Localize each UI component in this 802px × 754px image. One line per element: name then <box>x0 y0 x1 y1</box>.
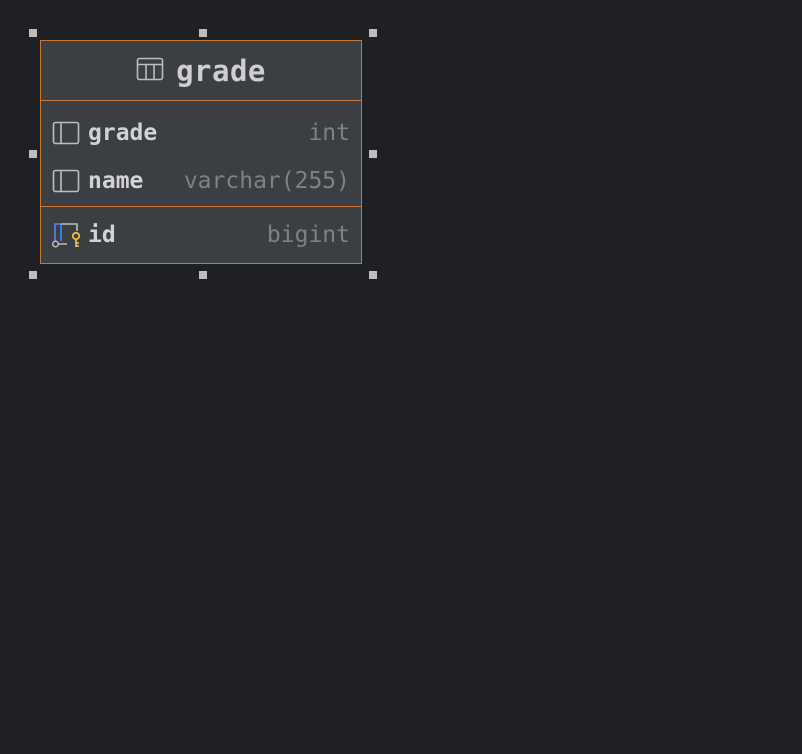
resize-handle-left[interactable] <box>29 150 37 158</box>
column-icon <box>52 169 80 193</box>
column-row[interactable]: grade int <box>41 109 361 157</box>
resize-handle-bottom-left[interactable] <box>29 271 37 279</box>
primary-key-section: id bigint <box>41 207 361 263</box>
resize-handle-top[interactable] <box>199 29 207 37</box>
column-name: id <box>88 222 116 248</box>
resize-handle-top-left[interactable] <box>29 29 37 37</box>
entity-table-node[interactable]: grade grade int <box>40 40 362 264</box>
resize-handle-bottom-right[interactable] <box>369 271 377 279</box>
resize-handle-right[interactable] <box>369 150 377 158</box>
column-name: grade <box>88 120 158 146</box>
column-type: int <box>308 120 350 146</box>
column-name: name <box>88 168 144 194</box>
primary-key-row[interactable]: id bigint <box>41 211 361 259</box>
entity-header[interactable]: grade <box>41 41 361 101</box>
column-row[interactable]: name varchar(255) <box>41 157 361 205</box>
resize-handle-top-right[interactable] <box>369 29 377 37</box>
primary-key-column-icon <box>52 223 80 248</box>
entity-title: grade <box>176 53 266 88</box>
column-type: bigint <box>266 222 350 248</box>
column-list: grade int name varchar(255) <box>41 101 361 207</box>
column-icon <box>52 121 80 145</box>
table-icon <box>136 57 164 85</box>
column-type: varchar(255) <box>183 168 350 194</box>
resize-handle-bottom[interactable] <box>199 271 207 279</box>
